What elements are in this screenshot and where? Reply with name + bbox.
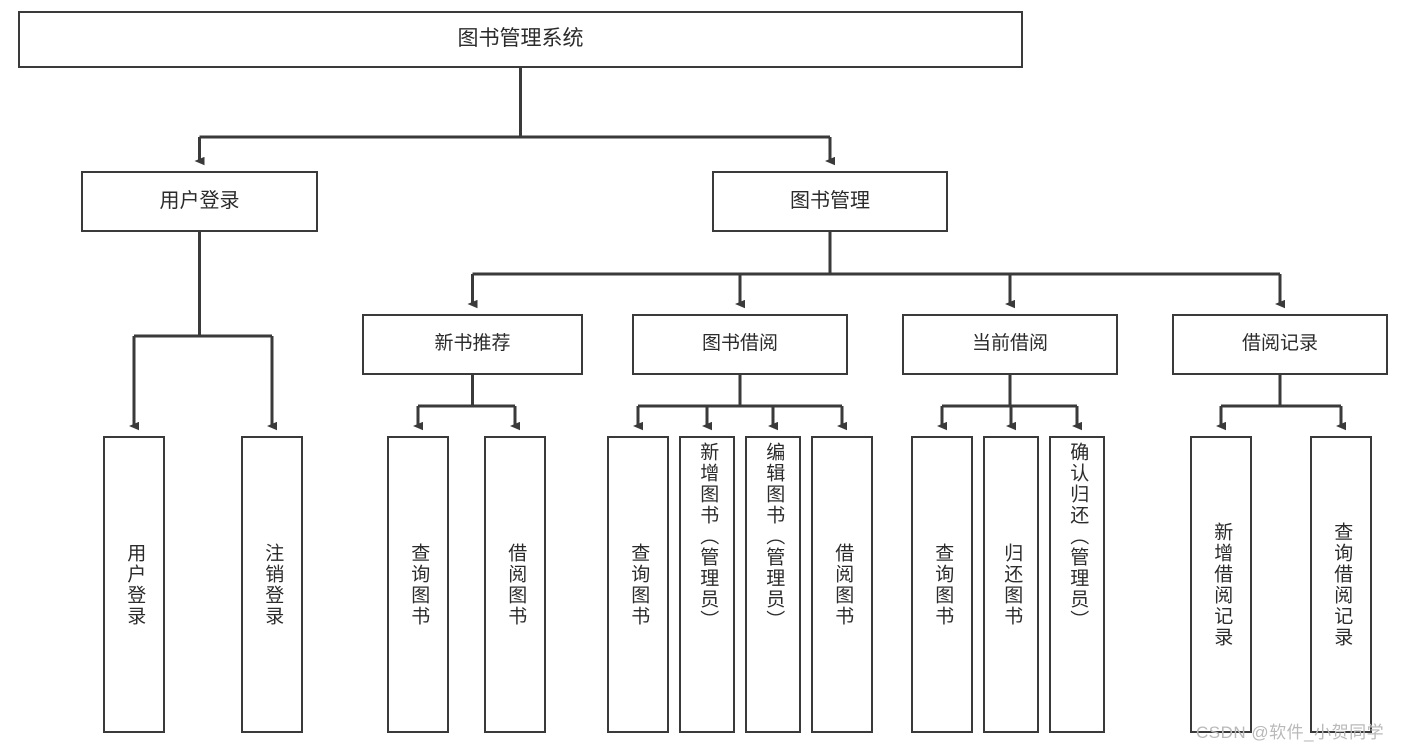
node-user-login[interactable]: 用户登录 [81,171,318,232]
node-leaf-add-book-admin[interactable]: 新增图书（管理员） [679,436,735,733]
node-leaf-edit-book-admin[interactable]: 编辑图书（管理员） [745,436,801,733]
node-leaf-logout[interactable]: 注销登录 [241,436,303,733]
node-borrow-record[interactable]: 借阅记录 [1172,314,1388,375]
node-current-borrow[interactable]: 当前借阅 [902,314,1118,375]
node-leaf-user-login[interactable]: 用户登录 [103,436,165,733]
node-leaf-borrow-book-recommend[interactable]: 借阅图书 [484,436,546,733]
node-root-system[interactable]: 图书管理系统 [18,11,1023,68]
node-leaf-confirm-return-admin[interactable]: 确认归还（管理员） [1049,436,1105,733]
node-leaf-query-book-recommend[interactable]: 查询图书 [387,436,449,733]
node-leaf-query-book-current[interactable]: 查询图书 [911,436,973,733]
node-book-borrow[interactable]: 图书借阅 [632,314,848,375]
node-leaf-return-book[interactable]: 归还图书 [983,436,1039,733]
node-leaf-query-borrow-record[interactable]: 查询借阅记录 [1310,436,1372,733]
node-book-management[interactable]: 图书管理 [712,171,948,232]
node-new-book-recommend[interactable]: 新书推荐 [362,314,583,375]
node-leaf-query-book-borrow[interactable]: 查询图书 [607,436,669,733]
csdn-watermark: CSDN @软件_小贺同学 [1196,723,1385,742]
node-leaf-borrow-book[interactable]: 借阅图书 [811,436,873,733]
node-leaf-add-borrow-record[interactable]: 新增借阅记录 [1190,436,1252,733]
